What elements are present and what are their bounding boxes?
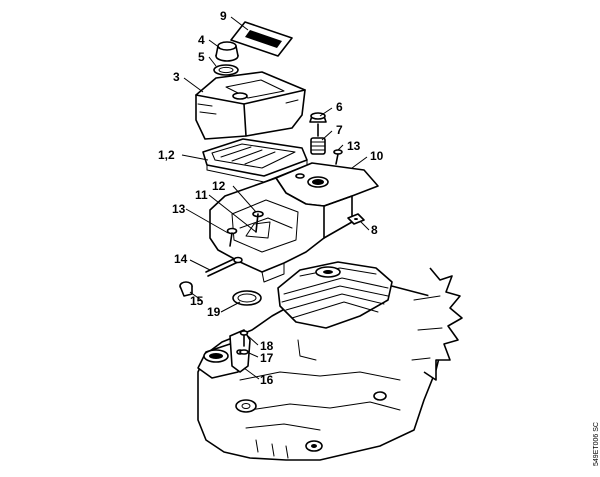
callout-14: 14: [174, 252, 188, 266]
callout-10: 10: [370, 149, 384, 163]
callout-12: 12: [212, 179, 226, 193]
part-3-top-cover: [195, 71, 306, 140]
part-9-decal: [230, 21, 293, 57]
part-5-seal-ring: [213, 64, 239, 76]
callout-13-lower: 13: [172, 202, 186, 216]
part-13-screw-lower: [226, 227, 238, 247]
callout-9: 9: [220, 9, 227, 23]
callout-19: 19: [207, 305, 221, 319]
part-15-knob: [179, 281, 193, 297]
callout-8: 8: [371, 223, 378, 237]
leader-lines: [181, 16, 370, 380]
callout-6: 6: [336, 100, 343, 114]
part-13-screw-upper: [333, 149, 343, 165]
callout-3: 3: [173, 70, 180, 84]
part-17-washer: [239, 349, 249, 355]
callout-18: 18: [260, 339, 274, 353]
callout-17: 17: [260, 351, 274, 365]
part-11-housing: [209, 177, 353, 283]
callout-labels: 9 4 5 3 6 7 13 1,2 10 11 12 13 8 14 15 1…: [158, 9, 384, 387]
engine-crankcase: [197, 261, 463, 461]
part-7-spring: [310, 137, 326, 155]
callout-15: 15: [190, 294, 204, 308]
callout-11: 11: [195, 188, 208, 202]
callout-13-upper: 13: [347, 139, 361, 153]
part-14-rod: [205, 256, 243, 277]
callout-1-2: 1,2: [158, 148, 175, 162]
part-6-knob: [309, 112, 327, 137]
callout-4: 4: [198, 33, 205, 47]
callout-16: 16: [260, 373, 274, 387]
callout-5: 5: [198, 50, 205, 64]
part-18-screw: [239, 330, 249, 347]
callout-7: 7: [336, 123, 343, 137]
part-1-2-air-filter: [202, 138, 308, 183]
part-4-cap: [215, 41, 239, 62]
drawing-reference-code: 549ET006 SC: [593, 422, 600, 466]
part-19-ring: [232, 290, 262, 306]
